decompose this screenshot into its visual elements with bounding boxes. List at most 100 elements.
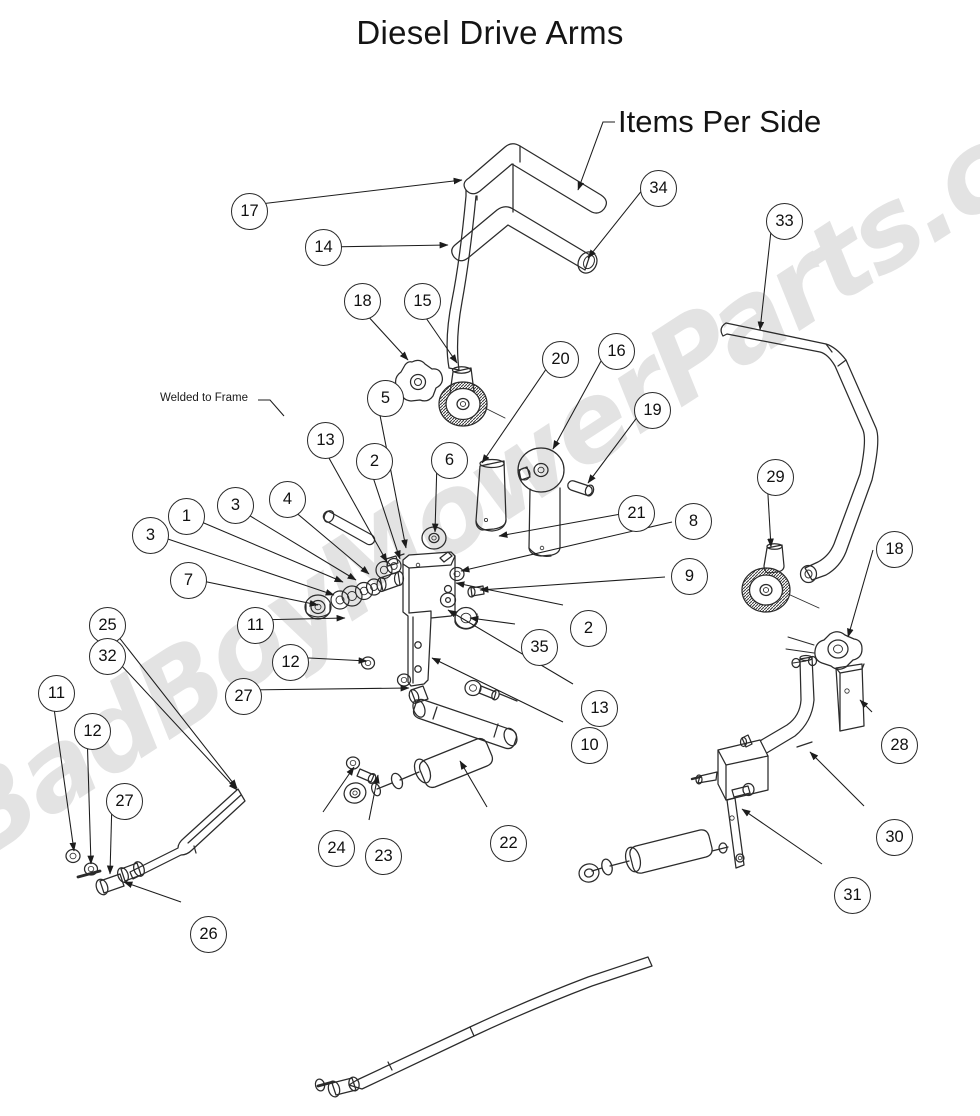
leader-line [231,504,357,581]
callout-number: 2 [583,619,594,638]
callout-bubble-9[interactable]: 9 [671,558,708,595]
callout-bubble-27[interactable]: 27 [106,783,143,820]
callout-number: 8 [688,512,699,531]
callout-bubble-12[interactable]: 12 [74,713,111,750]
callout-bubble-11[interactable]: 11 [38,675,75,712]
callout-number: 33 [775,212,794,231]
callout-bubble-32[interactable]: 32 [89,638,126,675]
callout-bubble-34[interactable]: 34 [640,170,677,207]
callout-number: 28 [890,736,909,755]
callout-number: 12 [83,722,102,741]
callout-bubble-3[interactable]: 3 [132,517,169,554]
leader-line [106,621,238,789]
callout-bubble-27[interactable]: 27 [225,678,262,715]
items-per-side-leader [577,121,615,191]
callout-number: 24 [327,839,346,858]
items-per-side-label: Items Per Side [618,104,822,139]
callout-bubble-7[interactable]: 7 [170,562,207,599]
leader-line [447,609,574,685]
callout-number: 19 [643,401,662,420]
callout-bubble-2[interactable]: 2 [356,443,393,480]
callout-bubble-33[interactable]: 33 [766,203,803,240]
leader-line [106,649,238,791]
leader-line [455,581,564,606]
callout-bubble-8[interactable]: 8 [675,503,712,540]
callout-bubble-22[interactable]: 22 [490,825,527,862]
callout-number: 11 [47,684,66,703]
callout-bubble-26[interactable]: 26 [190,916,227,953]
callout-number: 20 [551,350,570,369]
callout-bubble-13[interactable]: 13 [581,690,618,727]
callout-number: 34 [649,179,668,198]
leader-line [847,549,874,638]
callout-number: 18 [353,292,372,311]
callout-number: 18 [885,540,904,559]
leader-line [251,177,463,206]
callout-bubble-19[interactable]: 19 [634,392,671,429]
callout-bubble-4[interactable]: 4 [269,481,306,518]
callout-number: 1 [181,507,192,526]
leader-line [322,766,355,813]
callout-bubble-16[interactable]: 16 [598,333,635,370]
callout-bubble-18[interactable]: 18 [344,283,381,320]
callout-bubble-18[interactable]: 18 [876,531,913,568]
callout-number: 22 [499,834,518,853]
leader-line [243,684,410,692]
leader-line [741,808,823,865]
callout-number: 3 [230,496,241,515]
leader-line [368,774,380,821]
callout-number: 21 [627,504,646,523]
callout-bubble-35[interactable]: 35 [521,629,558,666]
callout-bubble-10[interactable]: 10 [571,727,608,764]
callout-number: 30 [885,828,904,847]
leader-line [184,514,344,583]
callout-bubble-5[interactable]: 5 [367,380,404,417]
callout-number: 10 [580,736,599,755]
callout-number: 3 [145,526,156,545]
callout-bubble-24[interactable]: 24 [318,830,355,867]
callout-bubble-15[interactable]: 15 [404,283,441,320]
part-outlines [65,143,879,1098]
callout-number: 25 [98,616,117,635]
welded-to-frame-leader [258,399,285,417]
callout-number: 16 [607,342,626,361]
callout-bubble-2[interactable]: 2 [570,610,607,647]
leader-line [479,576,666,593]
leader-line [319,441,388,563]
callout-bubble-25[interactable]: 25 [89,607,126,644]
callout-bubble-13[interactable]: 13 [307,422,344,459]
callout-number: 27 [234,687,253,706]
callout-bubble-31[interactable]: 31 [834,877,871,914]
callout-number: 7 [183,571,194,590]
callout-number: 11 [246,616,265,635]
leader-line [757,221,773,331]
callout-bubble-1[interactable]: 1 [168,498,205,535]
callout-bubble-12[interactable]: 12 [272,644,309,681]
leader-line [123,881,182,903]
callout-bubble-28[interactable]: 28 [881,727,918,764]
callout-bubble-20[interactable]: 20 [542,341,579,378]
callout-bubble-30[interactable]: 30 [876,819,913,856]
welded-to-frame-label: Welded to Frame [160,392,248,404]
callout-bubble-14[interactable]: 14 [305,229,342,266]
leader-line [459,760,488,808]
callout-bubble-3[interactable]: 3 [217,487,254,524]
callout-number: 14 [314,238,333,257]
callout-number: 17 [240,202,259,221]
callout-bubble-23[interactable]: 23 [365,838,402,875]
callout-number: 4 [282,490,293,509]
callout-number: 9 [684,567,695,586]
leader-line [431,657,564,723]
callout-number: 15 [413,292,432,311]
leader-line [859,699,873,713]
callout-bubble-6[interactable]: 6 [431,442,468,479]
callout-number: 35 [530,638,549,657]
callout-bubble-17[interactable]: 17 [231,193,268,230]
callout-bubble-21[interactable]: 21 [618,495,655,532]
callout-number: 26 [199,925,218,944]
leader-line [86,730,95,865]
leader-line [587,188,644,259]
callout-bubble-11[interactable]: 11 [237,607,274,644]
callout-bubble-29[interactable]: 29 [757,459,794,496]
